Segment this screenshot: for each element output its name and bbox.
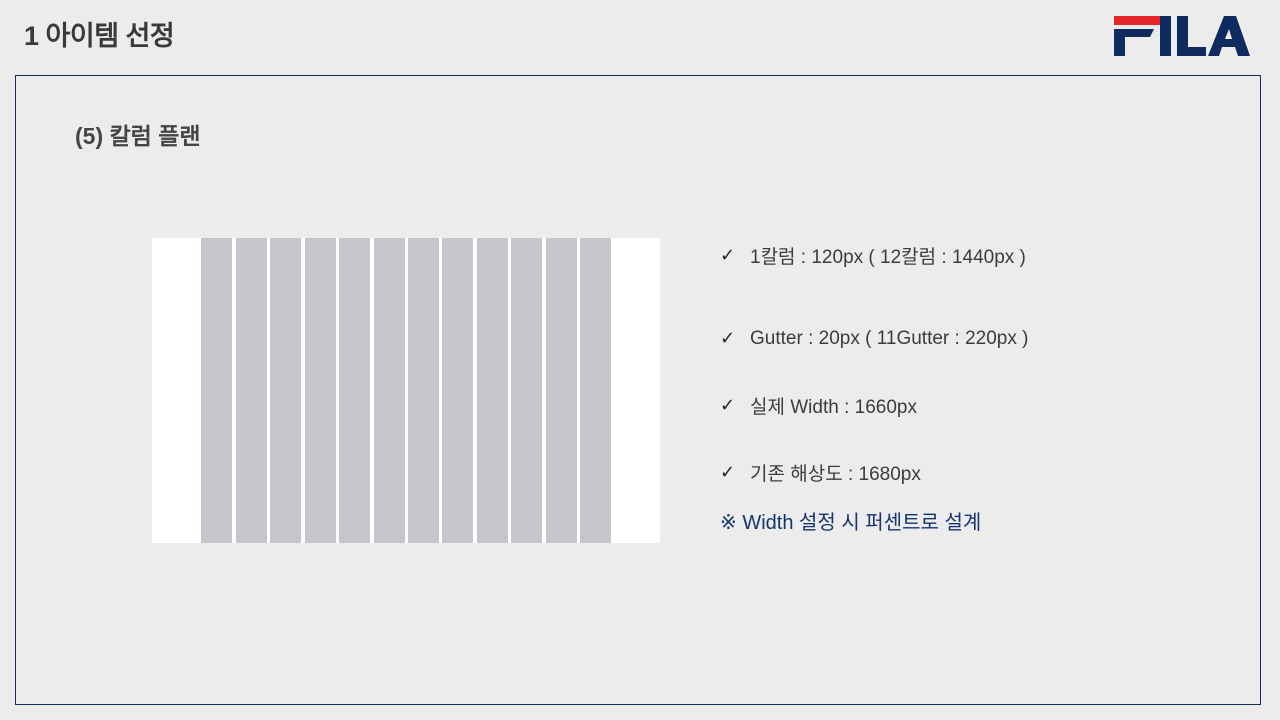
grid-column [339, 238, 370, 543]
grid-column [201, 238, 232, 543]
spec-item-actual-width: ✓ 실제 Width : 1660px [720, 372, 1028, 439]
grid-column [408, 238, 439, 543]
spec-text: 1칼럼 : 120px ( 12칼럼 : 1440px ) [750, 246, 1026, 268]
spec-list: ✓ 1칼럼 : 120px ( 12칼럼 : 1440px ) ✓ Gutter… [720, 238, 1028, 506]
grid-column [546, 238, 577, 543]
grid-column [236, 238, 267, 543]
spec-item-column-width: ✓ 1칼럼 : 120px ( 12칼럼 : 1440px ) [720, 238, 1028, 272]
page-title: 1 아이템 선정 [24, 21, 175, 51]
column-grid-diagram [152, 238, 660, 543]
check-icon: ✓ [720, 328, 736, 348]
grid-column [305, 238, 336, 543]
section-title: (5) 칼럼 플랜 [75, 123, 201, 149]
grid-column [270, 238, 301, 543]
spec-text: 기존 해상도 : 1680px [750, 464, 921, 485]
fila-logo [1114, 16, 1250, 56]
grid-column [580, 238, 611, 543]
grid-column [511, 238, 542, 543]
check-icon: ✓ [720, 462, 736, 482]
width-note: ※ Width 설정 시 퍼센트로 설계 [720, 512, 982, 534]
spec-text: 실제 Width : 1660px [750, 397, 917, 418]
grid-column [477, 238, 508, 543]
content-frame [15, 75, 1261, 705]
check-icon: ✓ [720, 244, 736, 265]
grid-column [374, 238, 405, 543]
grid-column [442, 238, 473, 543]
spec-item-resolution: ✓ 기존 해상도 : 1680px [720, 439, 1028, 506]
spec-text: Gutter : 20px ( 11Gutter : 220px ) [750, 327, 1029, 349]
check-icon: ✓ [720, 395, 736, 415]
spec-item-gutter: ✓ Gutter : 20px ( 11Gutter : 220px ) [720, 305, 1028, 372]
